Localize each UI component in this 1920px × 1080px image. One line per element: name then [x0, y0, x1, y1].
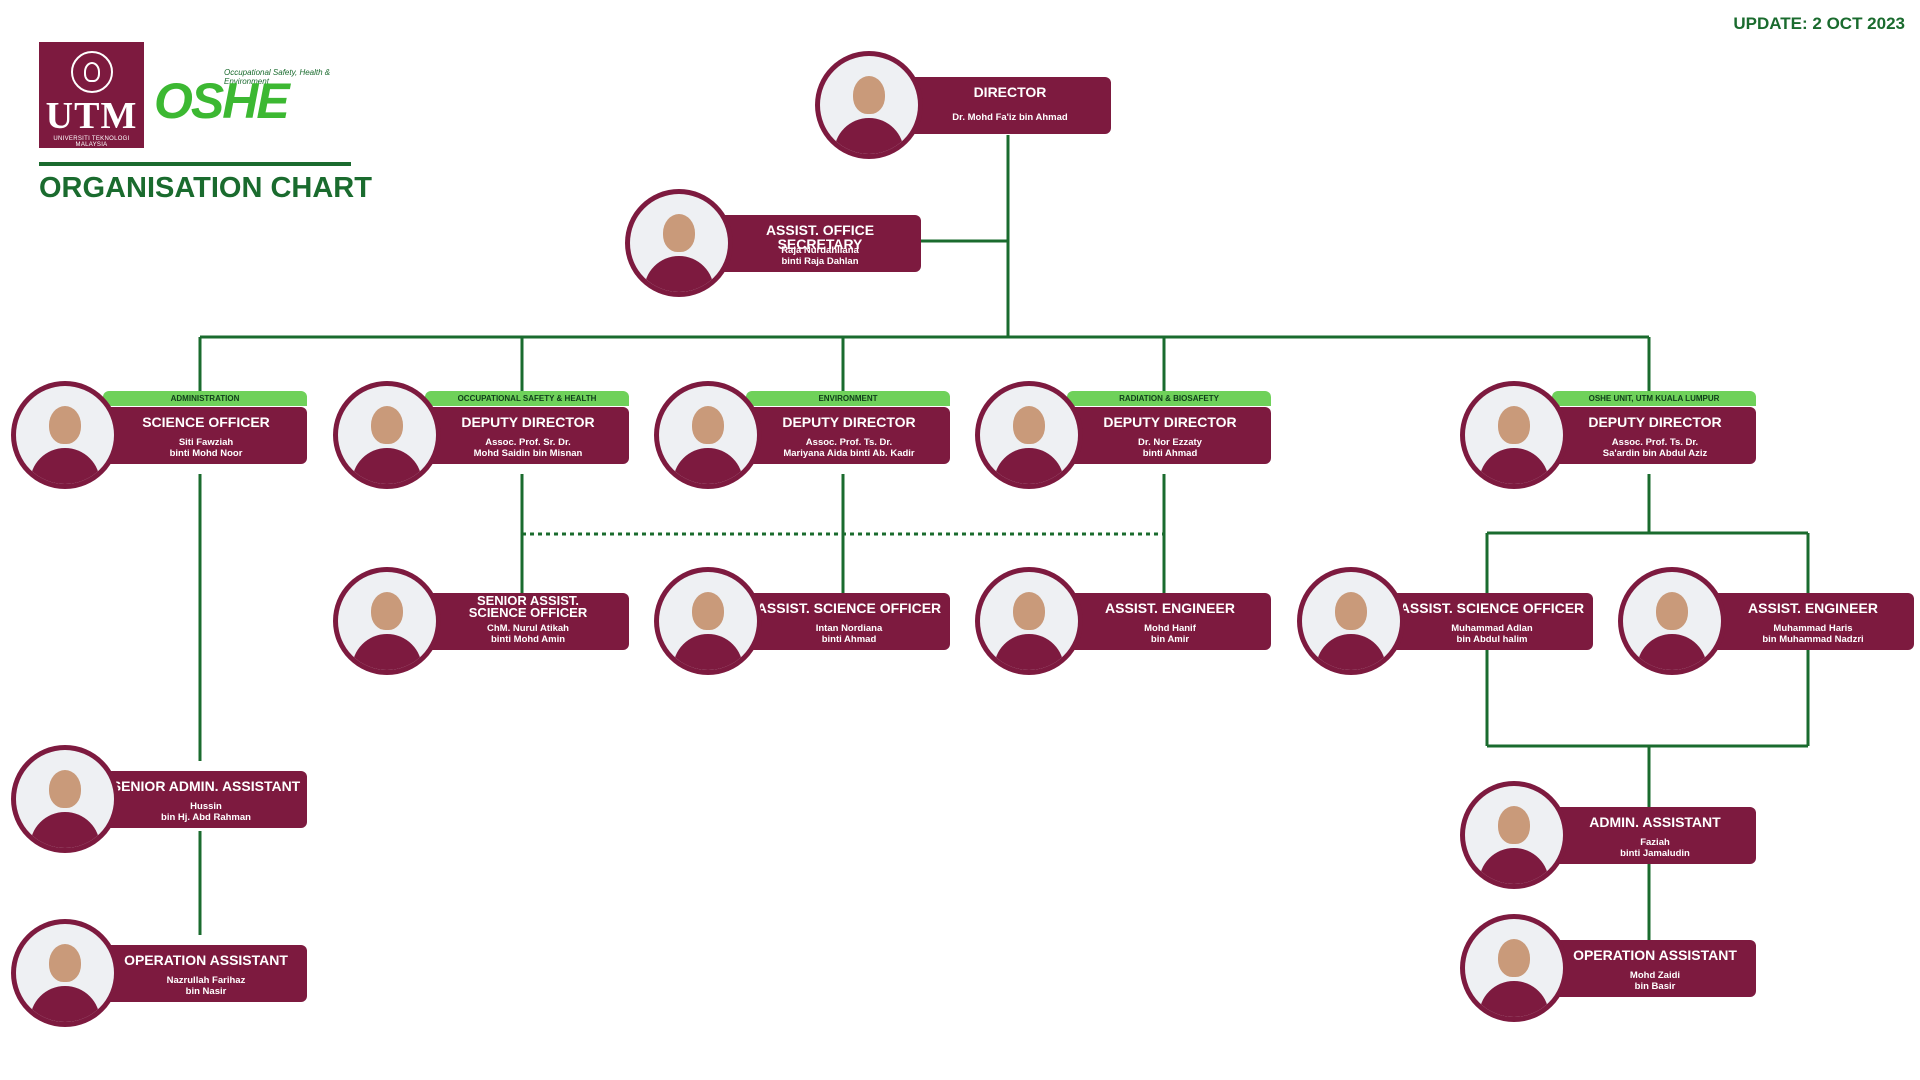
department-label: ENVIRONMENT	[746, 391, 950, 406]
oshe-logo-text: OSHE	[154, 73, 290, 129]
person-photo	[1460, 914, 1568, 1022]
department-label: ADMINISTRATION	[103, 391, 307, 406]
node-assist-engineer-rad: ASSIST. ENGINEER Mohd Hanif bin Amir	[975, 567, 1275, 682]
person-name: Intan Nordiana binti Ahmad	[815, 623, 883, 645]
avatar-icon	[659, 572, 757, 670]
person-photo	[333, 567, 441, 675]
avatar-icon	[16, 924, 114, 1022]
node-operation-assistant-admin: OPERATION ASSISTANT Nazrullah Farihaz bin…	[11, 919, 311, 1034]
node-deputy-director-radiation: RADIATION & BIOSAFETY DEPUTY DIRECTOR Dr. …	[975, 381, 1275, 496]
node-director: DIRECTOR Dr. Mohd Fa'iz bin Ahmad	[815, 51, 1115, 166]
person-name: Raja Nurdahliana binti Raja Dahlan	[781, 245, 859, 267]
avatar-icon	[1302, 572, 1400, 670]
person-photo	[11, 919, 119, 1027]
role-title: ADMIN. ASSISTANT	[1589, 814, 1721, 830]
avatar-icon	[16, 750, 114, 848]
role-title: DEPUTY DIRECTOR	[461, 414, 595, 430]
node-senior-assist-science-officer: SENIOR ASSIST. SCIENCE OFFICER ChM. Nurul…	[333, 567, 633, 682]
avatar-icon	[630, 194, 728, 292]
utm-logo-text: UTM	[45, 95, 138, 137]
role-title: DEPUTY DIRECTOR	[1588, 414, 1722, 430]
role-title: SCIENCE OFFICER	[142, 414, 270, 430]
person-name: Mohd Hanif bin Amir	[1144, 623, 1196, 645]
avatar-icon	[1623, 572, 1721, 670]
person-photo	[975, 567, 1083, 675]
person-photo	[815, 51, 923, 159]
oshe-logo: Occupational Safety, Health & Environmen…	[150, 64, 330, 129]
person-name: Assoc. Prof. Ts. Dr. Sa'ardin bin Abdul …	[1602, 437, 1708, 459]
avatar-icon	[1465, 786, 1563, 884]
person-photo	[1618, 567, 1726, 675]
person-name: Faziah binti Jamaludin	[1620, 837, 1690, 859]
node-senior-admin-assistant: SENIOR ADMIN. ASSISTANT Hussin bin Hj. Ab…	[11, 745, 311, 860]
role-title: ASSIST. SCIENCE OFFICER	[1399, 600, 1585, 616]
oshe-tagline: Occupational Safety, Health & Environmen…	[224, 68, 331, 86]
department-label: OCCUPATIONAL SAFETY & HEALTH	[425, 391, 629, 406]
node-operation-assistant-kl: OPERATION ASSISTANT Mohd Zaidi bin Basir	[1460, 914, 1760, 1029]
utm-seal-icon	[70, 51, 113, 93]
avatar-icon	[980, 386, 1078, 484]
role-title: SENIOR ADMIN. ASSISTANT	[111, 778, 301, 794]
node-science-officer-admin: ADMINISTRATION SCIENCE OFFICER Siti Fawzia…	[11, 381, 311, 496]
role-title: ASSIST. ENGINEER	[1748, 600, 1878, 616]
update-date: UPDATE: 2 OCT 2023	[1733, 14, 1905, 33]
role-title: OPERATION ASSISTANT	[1573, 947, 1737, 963]
person-photo	[333, 381, 441, 489]
node-assist-science-officer-env: ASSIST. SCIENCE OFFICER Intan Nordiana bi…	[654, 567, 954, 682]
person-name: Nazrullah Farihaz bin Nasir	[166, 975, 246, 997]
node-assist-science-officer-kl: ASSIST. SCIENCE OFFICER Muhammad Adlan bi…	[1297, 567, 1597, 682]
department-label: OSHE UNIT, UTM KUALA LUMPUR	[1552, 391, 1756, 406]
node-assist-engineer-kl: ASSIST. ENGINEER Muhammad Haris bin Muham…	[1618, 567, 1918, 682]
person-name: Assoc. Prof. Ts. Dr. Mariyana Aida binti…	[783, 437, 915, 459]
person-name: Muhammad Adlan bin Abdul halim	[1451, 623, 1533, 645]
person-name: Muhammad Haris bin Muhammad Nadzri	[1762, 623, 1864, 645]
avatar-icon	[16, 386, 114, 484]
node-deputy-director-osh: OCCUPATIONAL SAFETY & HEALTH DEPUTY DIREC…	[333, 381, 633, 496]
avatar-icon	[338, 572, 436, 670]
role-title: ASSIST. SCIENCE OFFICER	[756, 600, 942, 616]
utm-logo: UTM UNIVERSITI TEKNOLOGI MALAYSIA	[39, 42, 144, 148]
person-photo	[654, 567, 762, 675]
person-name: Hussin bin Hj. Abd Rahman	[161, 801, 251, 823]
person-name: ChM. Nurul Atikah binti Mohd Amin	[487, 623, 569, 645]
role-title: DEPUTY DIRECTOR	[1103, 414, 1237, 430]
role-title: SENIOR ASSIST. SCIENCE OFFICER	[468, 593, 588, 620]
page-title: ORGANISATION CHART	[39, 172, 372, 204]
person-photo	[1460, 781, 1568, 889]
role-title: ASSIST. ENGINEER	[1105, 600, 1235, 616]
person-photo	[975, 381, 1083, 489]
avatar-icon	[1465, 919, 1563, 1017]
role-title: OPERATION ASSISTANT	[124, 952, 288, 968]
role-title: DIRECTOR	[973, 84, 1047, 100]
avatar-icon	[338, 386, 436, 484]
person-photo	[654, 381, 762, 489]
person-name: Dr. Mohd Fa'iz bin Ahmad	[952, 112, 1068, 123]
node-admin-assistant-kl: ADMIN. ASSISTANT Faziah binti Jamaludin	[1460, 781, 1760, 896]
person-photo	[11, 745, 119, 853]
person-name: Mohd Zaidi bin Basir	[1629, 970, 1681, 992]
person-name: Assoc. Prof. Sr. Dr. Mohd Saidin bin Mis…	[473, 437, 583, 459]
person-photo	[11, 381, 119, 489]
person-photo	[1460, 381, 1568, 489]
department-label: RADIATION & BIOSAFETY	[1067, 391, 1271, 406]
title-divider	[39, 162, 351, 166]
role-title: ASSIST. OFFICE SECRETARY	[765, 222, 875, 252]
person-name: Dr. Nor Ezzaty binti Ahmad	[1138, 437, 1202, 459]
person-photo	[1297, 567, 1405, 675]
avatar-icon	[1465, 386, 1563, 484]
avatar-icon	[980, 572, 1078, 670]
avatar-icon	[820, 56, 918, 154]
person-photo	[625, 189, 733, 297]
person-name: Siti Fawziah binti Mohd Noor	[169, 437, 243, 459]
node-deputy-director-kl: OSHE UNIT, UTM KUALA LUMPUR DEPUTY DIRECT…	[1460, 381, 1760, 496]
avatar-icon	[659, 386, 757, 484]
node-deputy-director-environment: ENVIRONMENT DEPUTY DIRECTOR Assoc. Prof. T…	[654, 381, 954, 496]
role-title: DEPUTY DIRECTOR	[782, 414, 916, 430]
utm-logo-subtext: UNIVERSITI TEKNOLOGI MALAYSIA	[53, 136, 130, 148]
